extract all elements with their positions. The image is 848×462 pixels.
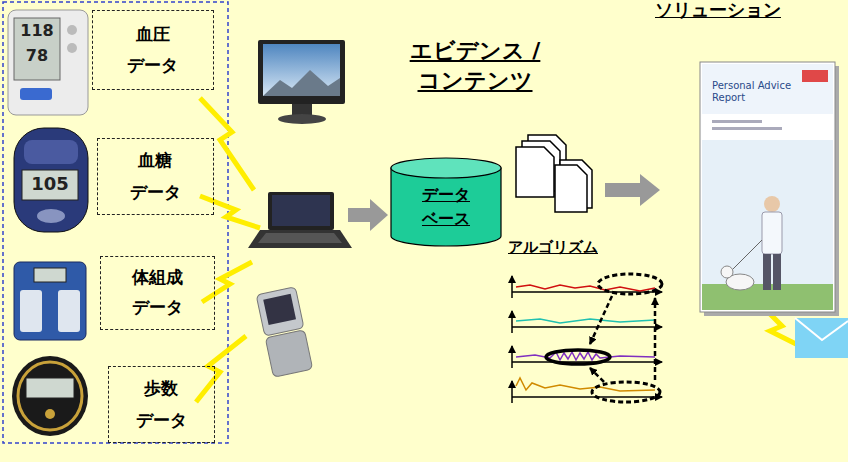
- foot-pad: [58, 290, 80, 332]
- monitor-frame: [258, 40, 345, 104]
- data-series: [516, 352, 655, 360]
- device-body: [8, 10, 88, 115]
- highlight-ellipse: [598, 274, 662, 294]
- correlation-arrow: [590, 296, 612, 344]
- mail-envelope: [795, 318, 848, 358]
- laptop: [248, 192, 352, 248]
- report-cover: [700, 62, 835, 312]
- document-icon: [555, 165, 587, 212]
- mountain-image: [263, 70, 340, 96]
- data-type-label: 血糖 データ: [120, 145, 191, 208]
- correlation-arrow: [590, 368, 604, 382]
- wireless-bolt: [200, 98, 254, 190]
- value-axis: [511, 311, 513, 333]
- leash: [732, 240, 762, 270]
- device-group-outline: [3, 2, 228, 443]
- device-body: [12, 356, 88, 436]
- display-reading: 105: [22, 173, 78, 195]
- data-type-box: 血糖 データ: [97, 138, 214, 215]
- report-text-line: [712, 127, 782, 130]
- glucose-meter: [14, 128, 88, 232]
- data-type-box: 血圧 データ: [92, 10, 214, 90]
- body-composition-scale: [14, 262, 86, 340]
- database-label: データ ベース: [414, 183, 478, 231]
- person-leg: [763, 254, 771, 290]
- device-body: [14, 128, 88, 232]
- device-button: [37, 209, 65, 223]
- phone-screen: [263, 294, 296, 325]
- device-button: [67, 25, 77, 35]
- mobile-phone: [256, 287, 313, 377]
- person-leg: [773, 254, 781, 290]
- document-stack: [516, 135, 592, 212]
- data-series: [516, 285, 655, 291]
- laptop-lid: [268, 192, 334, 230]
- laptop-base: [248, 230, 352, 248]
- report-stamp: [802, 70, 828, 82]
- time-axis: [512, 326, 662, 328]
- phone-top: [256, 287, 304, 336]
- person-head: [764, 196, 780, 212]
- device-screen: [26, 378, 74, 398]
- document-icon: [516, 147, 554, 197]
- data-series: [516, 378, 655, 391]
- data-type-label: 歩数 データ: [126, 373, 197, 436]
- device-body: [14, 262, 86, 340]
- section-heading: ソリューション: [655, 0, 781, 21]
- flow-arrow: [348, 199, 388, 231]
- pedometer: [12, 356, 88, 436]
- device-screen: [34, 268, 66, 282]
- laptop-keyboard: [258, 233, 342, 243]
- blood-pressure-monitor: [8, 10, 88, 115]
- report-text-line: [712, 120, 762, 123]
- database-cylinder: データ ベース: [390, 156, 502, 248]
- wireless-bolt: [202, 262, 252, 302]
- data-series: [516, 319, 655, 323]
- laptop-screen: [272, 195, 330, 226]
- flow-arrow: [605, 174, 660, 206]
- highlight-ellipse: [546, 350, 610, 364]
- tv-monitor: [258, 40, 345, 124]
- data-type-box: 体組成 データ: [100, 256, 215, 330]
- wireless-bolt: [200, 196, 260, 228]
- foot-pad: [20, 290, 42, 332]
- graph-title: アルゴリズム: [508, 238, 598, 256]
- dog-head: [721, 266, 733, 278]
- data-type-box: 歩数 データ: [108, 366, 215, 443]
- person-body: [762, 212, 782, 254]
- display-reading: 78: [14, 46, 60, 65]
- device-screen: [22, 170, 78, 200]
- device-panel: [24, 140, 78, 164]
- cylinder-top: [391, 158, 501, 178]
- section-heading: エビデンス / コンテンツ: [395, 36, 555, 95]
- data-type-label: 血圧 データ: [117, 19, 188, 82]
- envelope-body: [795, 318, 848, 358]
- data-type-label: 体組成 データ: [122, 263, 193, 323]
- monitor-base: [278, 114, 326, 124]
- display-reading: 118: [14, 21, 60, 40]
- time-axis: [512, 396, 662, 398]
- envelope-flap: [795, 318, 848, 340]
- wireless-bolt: [196, 336, 246, 402]
- value-axis: [511, 276, 513, 298]
- device-button: [45, 409, 55, 419]
- device-ring: [18, 362, 82, 430]
- monitor-screen: [263, 44, 340, 96]
- report-title: Personal Advice Report: [712, 80, 794, 103]
- phone-bottom: [265, 330, 312, 377]
- device-screen: [14, 18, 60, 80]
- value-axis: [511, 381, 513, 403]
- highlight-ellipse: [592, 382, 660, 402]
- advice-report: [700, 62, 839, 316]
- device-button: [20, 88, 52, 100]
- algorithm-graph: [512, 274, 662, 403]
- report-header: [702, 64, 833, 114]
- cylinder-body: [391, 168, 501, 246]
- value-axis: [511, 346, 513, 368]
- correlation-arrow: [654, 298, 657, 380]
- device-button: [67, 43, 77, 53]
